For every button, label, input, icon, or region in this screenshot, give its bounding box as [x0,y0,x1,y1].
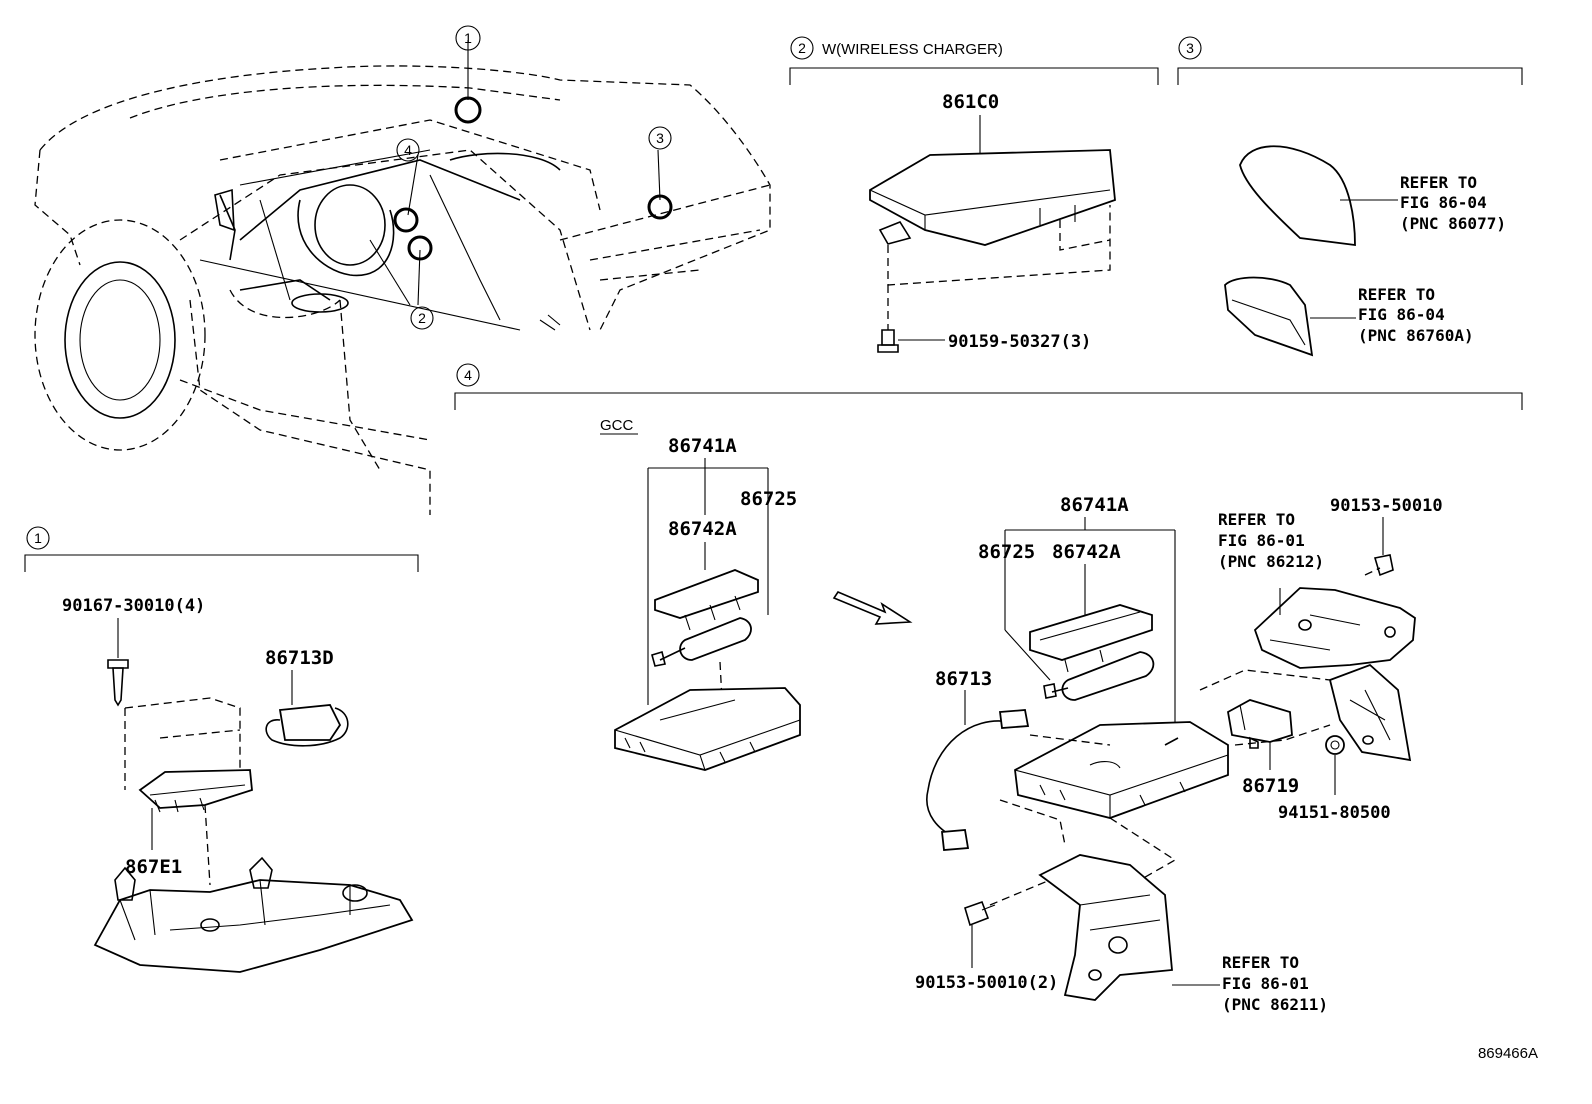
part-label-86742A: 86742A [1052,541,1121,563]
bolt-icon [1373,554,1394,577]
svg-text:1: 1 [464,30,472,46]
ref-note-86760A: REFER TO FIG 86-04 (PNC 86760A) [1358,285,1474,345]
part-label-94151-80500: 94151-80500 [1278,803,1391,823]
svg-text:(PNC 86212): (PNC 86212) [1218,552,1324,571]
bolt-icon [877,329,899,353]
module-cover-86742A-main [1029,604,1153,661]
callout-4: 4 [396,138,420,162]
svg-text:(PNC 86760A): (PNC 86760A) [1358,326,1474,345]
section-4-gcc-variant: GCC 86741A 86725 86742A [600,417,801,771]
telematics-module-gcc [614,687,801,771]
backup-battery-86725-main [1061,651,1155,701]
svg-text:4: 4 [404,142,412,158]
svg-text:REFER TO: REFER TO [1218,510,1295,529]
section-1-overhead-console: 1 90167-30010(4) 86713D 867E1 [24,526,419,973]
nut-icon [1325,735,1345,755]
antenna-base-unit [1224,276,1314,357]
part-label-86742A-gcc: 86742A [668,518,737,540]
wire-harness-86713D [278,704,342,741]
part-label-86741A: 86741A [1060,494,1129,516]
bracket-86719 [1227,699,1293,743]
figure-id: 869466A [1478,1045,1538,1062]
car-overview-illustration: 1 4 3 2 [34,25,771,515]
part-label-86725: 86725 [978,541,1035,563]
module-cover-86742A [654,569,759,619]
svg-text:REFER TO: REFER TO [1222,953,1299,972]
svg-text:W(WIRELESS CHARGER): W(WIRELESS CHARGER) [822,41,1003,58]
part-label-867E1: 867E1 [125,856,182,878]
svg-text:(PNC 86211): (PNC 86211) [1222,995,1328,1014]
part-label-86741A-gcc: 86741A [668,435,737,457]
wireless-charger-module [869,149,1116,246]
svg-text:REFER TO: REFER TO [1400,173,1477,192]
part-label-86713: 86713 [935,668,992,690]
section-4-main-variant: 86741A 86725 86742A 86713 [915,494,1443,1014]
part-label-86725-gcc: 86725 [740,488,797,510]
svg-text:(PNC 86077): (PNC 86077) [1400,214,1506,233]
shark-fin-antenna [1239,145,1356,247]
svg-text:FIG 86-04: FIG 86-04 [1358,305,1445,324]
svg-text:3: 3 [656,130,664,146]
svg-text:2: 2 [418,310,426,326]
gcc-label: GCC [600,417,634,434]
overhead-console-housing [93,879,414,973]
part-label-861C0: 861C0 [942,91,999,113]
callout-2: 2 [410,306,434,330]
ref-note-86211: REFER TO FIG 86-01 (PNC 86211) [1222,953,1328,1014]
svg-text:3: 3 [1186,40,1194,56]
svg-text:FIG 86-04: FIG 86-04 [1400,193,1487,212]
section-3-antennas: 3 REFER TO FIG 86-04 (PNC 86077) REFER T… [1177,36,1523,357]
svg-text:1: 1 [34,530,42,546]
callout-3: 3 [648,126,672,150]
location-ring-4 [393,207,419,233]
svg-text:REFER TO: REFER TO [1358,285,1435,304]
bolt-icon [964,900,996,927]
part-label-90167-30010: 90167-30010(4) [62,596,205,616]
section-2-wireless-charger: 2 W(WIRELESS CHARGER) 861C0 90159-50327(… [789,36,1159,353]
harness-connector-top [998,709,1030,729]
telematics-module-main [1014,721,1229,819]
callout-1: 1 [455,25,481,51]
part-label-90159-50327: 90159-50327(3) [948,332,1091,352]
ref-note-86077: REFER TO FIG 86-04 (PNC 86077) [1400,173,1506,233]
part-label-90153-50010-2: 90153-50010(2) [915,973,1058,993]
side-bracket-plate [1328,663,1412,762]
location-ring-3 [647,194,673,220]
svg-text:FIG 86-01: FIG 86-01 [1218,531,1305,550]
part-label-86713D: 86713D [265,647,334,669]
svg-text:2: 2 [798,40,806,56]
arrow-icon [832,591,913,625]
upper-bracket-86212 [1253,587,1416,669]
section-4-header: 4 [454,363,1523,410]
screw-icon [107,659,129,707]
location-ring-2 [407,235,433,261]
part-label-90153-50010: 90153-50010 [1330,496,1443,516]
ref-note-86212: REFER TO FIG 86-01 (PNC 86212) [1218,510,1324,571]
location-ring-1 [454,96,482,124]
backup-battery-86725 [679,617,752,661]
overhead-switch-module [138,769,253,809]
svg-text:FIG 86-01: FIG 86-01 [1222,974,1309,993]
part-label-86719: 86719 [1242,775,1299,797]
svg-text:4: 4 [464,367,472,383]
harness-connector-bottom [941,829,970,851]
